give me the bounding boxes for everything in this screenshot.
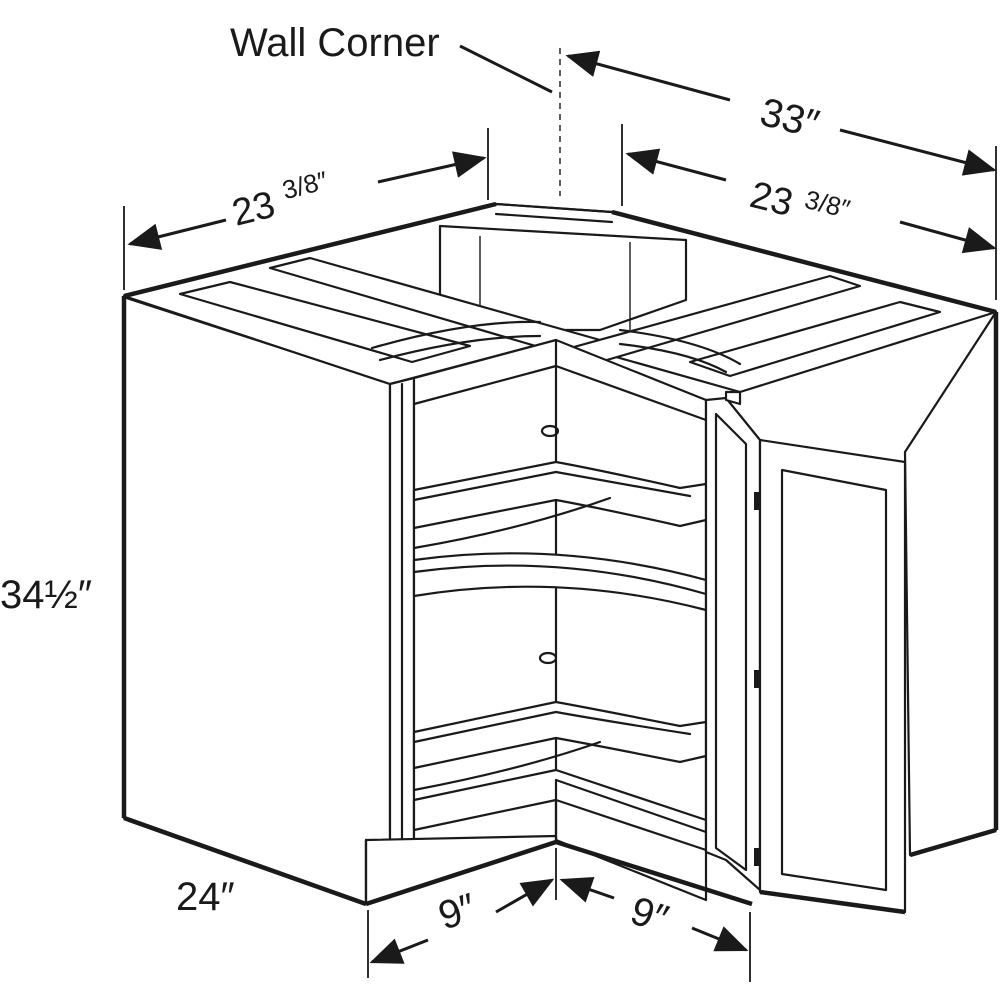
dim-depth-label: 24″ <box>176 875 235 919</box>
toe-kick <box>364 778 753 907</box>
dim-9-right-label: 9″ <box>625 889 673 942</box>
dimension-lines <box>123 44 997 982</box>
dim-33-label: 33″ <box>756 90 824 147</box>
inner-folded-door <box>704 396 762 892</box>
dim-right-top-frac: 3/8″ <box>802 184 853 224</box>
left-face-stile <box>388 376 416 852</box>
wall-corner-label: Wall Corner <box>230 21 440 65</box>
dim-9-left-label: 9″ <box>433 885 481 938</box>
dim-right-top-whole: 23 <box>746 174 797 225</box>
left-side-panel <box>122 294 392 906</box>
dim-left-top-frac: 3/8″ <box>279 165 330 205</box>
dim-height-label: 34½″ <box>0 573 92 617</box>
cabinet-interior <box>412 338 708 902</box>
right-side-panel <box>903 310 998 857</box>
dim-left-top-label: 23 3/8″ <box>228 165 330 235</box>
cabinet-doors <box>704 390 907 915</box>
dim-right-top-label: 23 3/8″ <box>746 174 853 225</box>
dim-left-top-whole: 23 <box>228 184 279 235</box>
